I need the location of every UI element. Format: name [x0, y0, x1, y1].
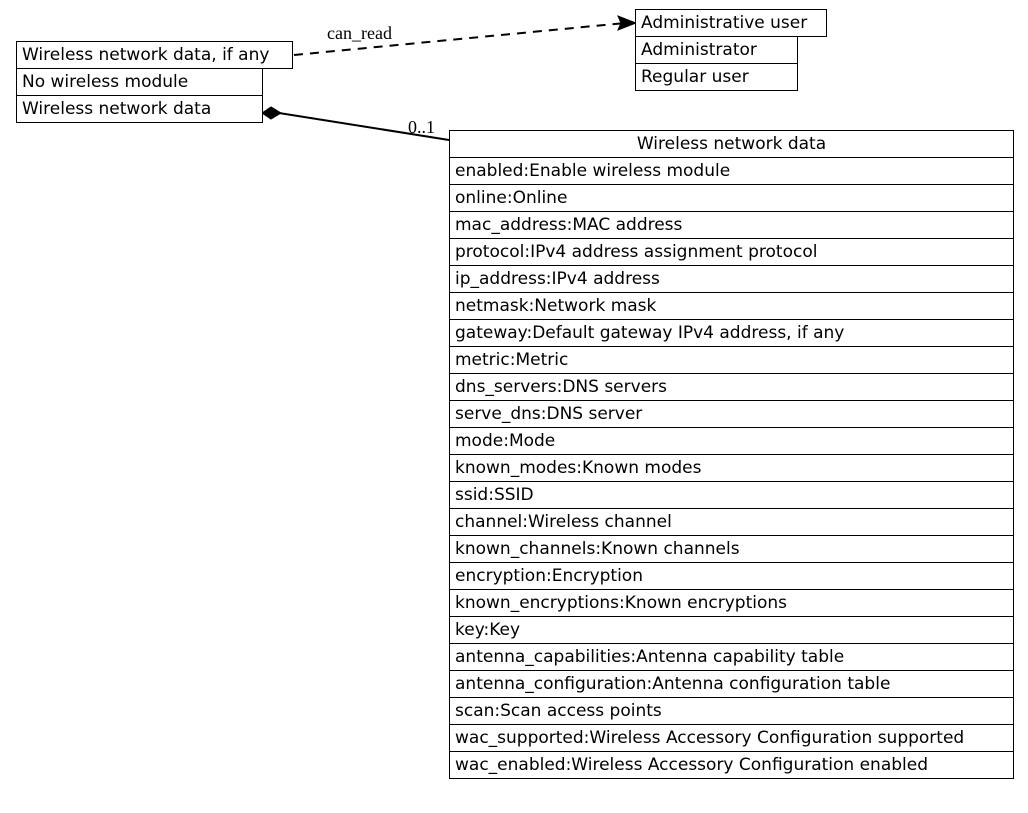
class-attribute-row: gateway:Default gateway IPv4 address, if…: [449, 319, 1014, 347]
class-attribute-row: metric:Metric: [449, 346, 1014, 374]
enum-member-wireless-network-data: Wireless network data: [16, 95, 263, 123]
class-title-wireless-network-data: Wireless network data: [449, 130, 1014, 158]
edge-label-can-read: can_read: [327, 23, 392, 43]
class-attribute-row: antenna_configuration:Antenna configurat…: [449, 670, 1014, 698]
edge-label-multiplicity: 0..1: [408, 117, 435, 137]
class-attribute-row: serve_dns:DNS server: [449, 400, 1014, 428]
class-attribute-row: antenna_capabilities:Antenna capability …: [449, 643, 1014, 671]
class-attribute-row: mode:Mode: [449, 427, 1014, 455]
class-attribute-row: online:Online: [449, 184, 1014, 212]
class-attribute-row: wac_enabled:Wireless Accessory Configura…: [449, 751, 1014, 779]
enum-title-wireless-optional: Wireless network data, if any: [16, 41, 293, 69]
class-attribute-row: encryption:Encryption: [449, 562, 1014, 590]
enum-title-administrative-user: Administrative user: [635, 9, 827, 37]
class-attribute-row: dns_servers:DNS servers: [449, 373, 1014, 401]
class-attribute-row: channel:Wireless channel: [449, 508, 1014, 536]
class-attribute-row: wac_supported:Wireless Accessory Configu…: [449, 724, 1014, 752]
enum-member-no-wireless-module: No wireless module: [16, 68, 263, 96]
class-attribute-row: netmask:Network mask: [449, 292, 1014, 320]
class-attribute-row: mac_address:MAC address: [449, 211, 1014, 239]
class-attribute-row: known_modes:Known modes: [449, 454, 1014, 482]
class-attribute-row: key:Key: [449, 616, 1014, 644]
class-attribute-row: ip_address:IPv4 address: [449, 265, 1014, 293]
class-attribute-row: scan:Scan access points: [449, 697, 1014, 725]
class-attribute-row: known_encryptions:Known encryptions: [449, 589, 1014, 617]
enum-member-administrator: Administrator: [635, 36, 798, 64]
class-attribute-row: known_channels:Known channels: [449, 535, 1014, 563]
class-attribute-row: enabled:Enable wireless module: [449, 157, 1014, 185]
class-attribute-row: ssid:SSID: [449, 481, 1014, 509]
class-attribute-row: protocol:IPv4 address assignment protoco…: [449, 238, 1014, 266]
enum-member-regular-user: Regular user: [635, 63, 798, 91]
